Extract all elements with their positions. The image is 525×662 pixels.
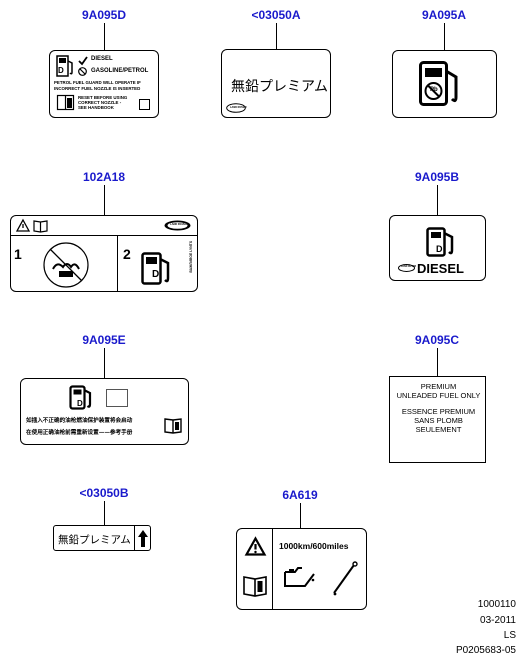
arrow-divider (134, 526, 135, 550)
pump-letter: D (58, 66, 64, 75)
oil-can-icon (284, 567, 315, 587)
pump-letter: D (152, 269, 160, 280)
label-code-6a619: 6A619 (282, 488, 318, 502)
handbook-info-icon (164, 418, 182, 434)
seulement-text: SEULEMENT (415, 425, 462, 434)
label-9a095d: D DIESEL GASOLINE/PETROL PETROL FUEL GUA… (49, 50, 159, 118)
leader-line-9a095e (104, 348, 105, 378)
leader-line-9a095c (437, 348, 438, 376)
warning-triangle-icon (15, 218, 31, 232)
leader-line-9a095a (444, 23, 445, 50)
chinese-line-1: 如插入不正确的油枪燃油保护装置将会启动 (26, 418, 133, 424)
side-text: ВАЖЛИВОЕ LYNTS (189, 241, 193, 273)
warning-line-1: PETROL FUEL GUARD WILL OPERATE IF (54, 80, 141, 85)
label-code-9a095d: 9A095D (81, 8, 127, 22)
service-interval-text: 1000km/600miles (279, 541, 349, 551)
diesel-text: DIESEL (91, 56, 113, 62)
fuel-pump-icon (141, 252, 170, 285)
pb-text: Pb (430, 87, 438, 93)
label-9a095c: PREMIUM UNLEADED FUEL ONLY ESSENCE PREMI… (389, 376, 486, 463)
dipstick-icon (333, 561, 358, 596)
leader-line-03050b (104, 501, 105, 525)
fuel-pump-no-lead-icon (419, 61, 458, 106)
leader-line-03050a (276, 23, 277, 49)
fuel-pump-icon (69, 385, 92, 410)
chinese-line-2: 在使用正确油枪前需重新设置——参考手册 (26, 430, 133, 436)
reset-line-3: SEE HANDBOOK (78, 105, 114, 110)
label-102a18: LAND ROVER 1 2 D ВАЖЛИВОЕ LYNTS (10, 215, 198, 292)
leader-line-102a18 (104, 185, 105, 215)
reset-line-1: RESET BEFORE USING (78, 95, 128, 100)
label-102a18-header (11, 216, 197, 236)
fuel-pump-icon (426, 227, 454, 257)
reset-square-icon (139, 99, 150, 110)
prohibited-icon (78, 67, 87, 76)
reset-line-2: CORRECT NOZZLE - (78, 100, 122, 105)
gasoline-text: GASOLINE/PETROL (91, 68, 149, 74)
sans-plomb-text: SANS PLOMB (414, 416, 463, 425)
land-rover-badge-icon (164, 220, 191, 231)
leader-line-6a619 (300, 503, 301, 528)
handbook-icon (33, 220, 48, 233)
label-9a095e: D 如插入不正确的油枪燃油保护装置将会启动 在使用正确油枪前需重新设置——参考手… (20, 378, 189, 445)
land-rover-badge-text: LAND ROVER (401, 266, 417, 268)
japanese-premium-text: 無鉛プレミアム (58, 534, 131, 546)
label-6a619: 1000km/600miles (236, 528, 367, 610)
premium-text: PREMIUM (420, 382, 457, 391)
step-number-1: 1 (14, 246, 22, 262)
step-number-2: 2 (123, 246, 131, 262)
label-code-03050a: <03050A (251, 8, 301, 22)
label-102a18-divider (117, 235, 118, 292)
warning-line-2: INCORRECT FUEL NOZZLE IS INSERTED (54, 86, 141, 91)
up-arrow-icon (138, 530, 148, 547)
handbook-info-icon (243, 576, 267, 597)
diesel-text: DIESEL (417, 261, 464, 276)
pump-letter: D (436, 244, 443, 254)
leader-line-9a095d (104, 23, 105, 50)
footer-model-code: LS (503, 630, 516, 641)
label-code-03050b: <03050B (79, 486, 129, 500)
label-code-9a095b: 9A095B (414, 170, 460, 184)
label-03050a: 無鉛プレミアム LAND ROVER (221, 49, 331, 118)
label-code-9a095c: 9A095C (414, 333, 460, 347)
unleaded-fuel-only-text: UNLEADED FUEL ONLY (396, 391, 481, 400)
leader-line-9a095b (437, 185, 438, 215)
no-washing-icon (43, 242, 89, 288)
checkmark-icon (78, 56, 88, 66)
fuel-pump-icon (56, 55, 73, 77)
land-rover-badge-text: LAND ROVER (170, 223, 188, 226)
label-code-9a095e: 9A095E (82, 333, 126, 347)
label-code-9a095a: 9A095A (421, 8, 467, 22)
label-9a095b: D LAND ROVER DIESEL (389, 215, 486, 281)
land-rover-badge-icon (226, 103, 246, 113)
footer-date: 03-2011 (480, 615, 516, 626)
land-rover-badge-icon (398, 264, 415, 272)
label-code-102a18: 102A18 (82, 170, 126, 184)
handbook-info-icon (56, 94, 75, 111)
blank-square (106, 389, 128, 407)
pump-letter: D (77, 399, 83, 408)
essence-premium-text: ESSENCE PREMIUM (401, 407, 476, 416)
label-03050b: 無鉛プレミアム (53, 525, 151, 551)
warning-triangle-icon (244, 536, 267, 556)
land-rover-badge-text: LAND ROVER (230, 106, 247, 109)
footer-figure-id: P0205683-05 (455, 645, 516, 656)
japanese-premium-text: 無鉛プレミアム (231, 79, 329, 95)
label-9a095a: Pb (392, 50, 497, 118)
label-6a619-divider (272, 529, 273, 609)
footer-doc-number: 1000110 (477, 599, 516, 610)
